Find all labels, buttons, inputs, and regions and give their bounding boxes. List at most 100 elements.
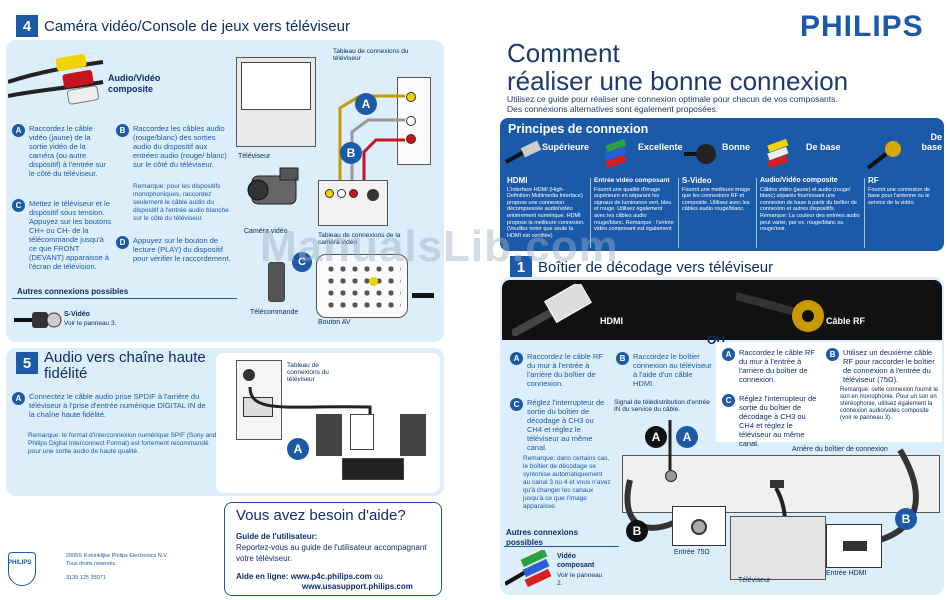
rf-input-label: Entrée 75Ω [674,549,710,556]
philips-logo: PHILIPS [800,10,924,43]
svideo-cable-icon [684,144,716,164]
step-1a-rf-text: Raccordez le câble RF du mur à l'entrée … [739,348,815,384]
remark-5: Remarque: le format d'interconnexion num… [28,432,217,455]
step-a-badge: A [12,392,25,405]
col-heading: Entrée vidéo composant [594,177,670,184]
step-1c-rf-text: Réglez l'interrupteur de sortie du boîti… [739,394,817,448]
section-5-title-line2: fidélité [44,365,88,382]
component-video-ref: Voir le panneau 2. [557,572,603,587]
help-box [224,502,442,596]
step-5a-text: Connectez le câble audio prise SPDIF à l… [29,392,206,419]
step-4c: C Mettez le téléviseur et le dispositif … [12,199,112,271]
hdmi-label: HDMI [600,316,623,326]
tv-rear-panel [236,360,282,440]
main-title-line2: réaliser une bonne connexion [507,66,849,96]
composite-av-cable-illustration [8,53,104,105]
connection-principles-panel: Principes de connexion Supérieure Excell… [500,118,944,251]
footer-rights: Tous droits réservés. [66,561,117,567]
step-4d: D Appuyez sur le bouton de lecture (PLAY… [116,236,231,263]
step-1b-rf-text: Utilisez un deuxième câble RF pour racco… [843,348,935,384]
step-1c-hdmi-text: Réglez l'interrupteur de sortie du boîti… [527,398,605,452]
callout-a: A [645,426,667,448]
help-or: ou [373,572,383,581]
hdmi-cable-icon [505,140,542,164]
col-heading: HDMI [507,176,528,185]
col-text: Fournit une meilleure image que les conn… [682,186,751,213]
quality-level-good: Bonne [722,142,750,152]
col-text: Câbles vidéo (jaune) et audio (rouge/ bl… [760,186,860,233]
step-b-badge: B [116,124,129,137]
section-1-other-divider [504,546,619,547]
step-a-badge: A [12,124,25,137]
col-text: Fournit une connexion de base pour l'ant… [868,186,931,206]
remote-control-illustration [268,262,285,302]
tv-illustration [236,57,316,147]
settop-rear-label: Arrière du boîtier de connexion [792,446,888,453]
watermark: ManualsLib.com [260,222,619,271]
col-heading: S-Video [682,176,712,185]
av-connector-label: Audio/Vidéo composite [108,73,161,94]
main-subtitle-1: Utilisez ce guide pour réaliser une conn… [507,94,838,104]
rf-cable-icon [866,141,901,170]
help-guide-label: Guide de l'utilisateur: [236,532,318,541]
help-url-1[interactable]: www.p4c.philips.com [290,572,372,581]
principles-title: Principes de connexion [508,122,649,136]
remark-1-hdmi: Remarque: dans certains cas, le boîtier … [523,455,611,510]
col-heading: RF [868,176,879,185]
footer-copyright: 2005© Koninklijke Philips Electronics N.… [66,553,168,559]
section-1-title: 1 Boîtier de décodage vers téléviseur [510,256,773,278]
section-number: 4 [16,15,38,37]
svideo-connector-icon [14,312,62,328]
step-d-badge: D [116,236,129,249]
speaker-right [400,414,426,456]
hifi-rear-panel [350,414,374,450]
step-c-badge: C [12,199,25,212]
hdmi-port [770,480,784,488]
help-title: Vous avez besoin d'aide? [236,507,406,524]
step-4a: A Raccordez le câble vidéo (jaune) de la… [12,124,107,178]
col-text: L'interface HDMI (High-Definition Multim… [507,186,585,239]
step-4b: B Raccordez les câbles audio (rouge/blan… [116,124,231,169]
help-guide-text: Reportez-vous au guide de l'utilisateur … [236,543,427,563]
quality-level-basic: De base [806,142,841,152]
hdmi-input-label: Entrée HDMI [826,570,867,577]
callout-a-2: A [676,426,698,448]
help-url-2[interactable]: www.usasupport.philips.com [302,582,413,591]
quality-level-basic-2: De base [921,132,942,152]
svideo-ref: Voir le panneau 3. [64,320,117,327]
camcorder-label: Caméra vidéo [244,228,288,235]
camcorder-panel-label: Tableau de connexions de la caméra vidéo [318,232,401,246]
component-cable-icon [605,138,627,169]
rf-port [665,470,677,482]
tv-panel-label: Tableau de connexions du téléviseur [333,48,409,62]
other-connections-title: Autres connexions possibles [17,287,129,296]
callout-c: C [292,252,312,272]
callout-a: A [287,438,309,460]
quality-level-excellent: Excellente [638,142,683,152]
callout-a: A [355,93,377,115]
rf-cable-label: Câble RF [826,316,866,326]
tv-label: Téléviseur [238,153,271,160]
remark-1-rf: Remarque: cette connexion fournit le son… [840,387,939,421]
section-1-title-text: Boîtier de décodage vers téléviseur [538,258,774,276]
remote-label: Télécommande [250,309,299,316]
av-button-label: Bouton AV [318,319,351,326]
step-c-badge: C [510,398,523,411]
hifi-receiver [342,458,404,480]
callout-b-2: B [895,508,917,530]
tv-side-panel [397,77,431,165]
step-4a-text: Raccordez le câble vidéo (jaune) de la s… [29,124,106,178]
camcorder-illustration [247,167,299,205]
step-1c-hdmi: C Réglez l'interrupteur de sortie du boît… [510,398,610,452]
step-4c-text: Mettez le téléviseur et le dispositif so… [29,199,112,271]
spdif-cable [248,386,372,425]
section-1-other-title: Autres connexions possibles [506,528,579,547]
